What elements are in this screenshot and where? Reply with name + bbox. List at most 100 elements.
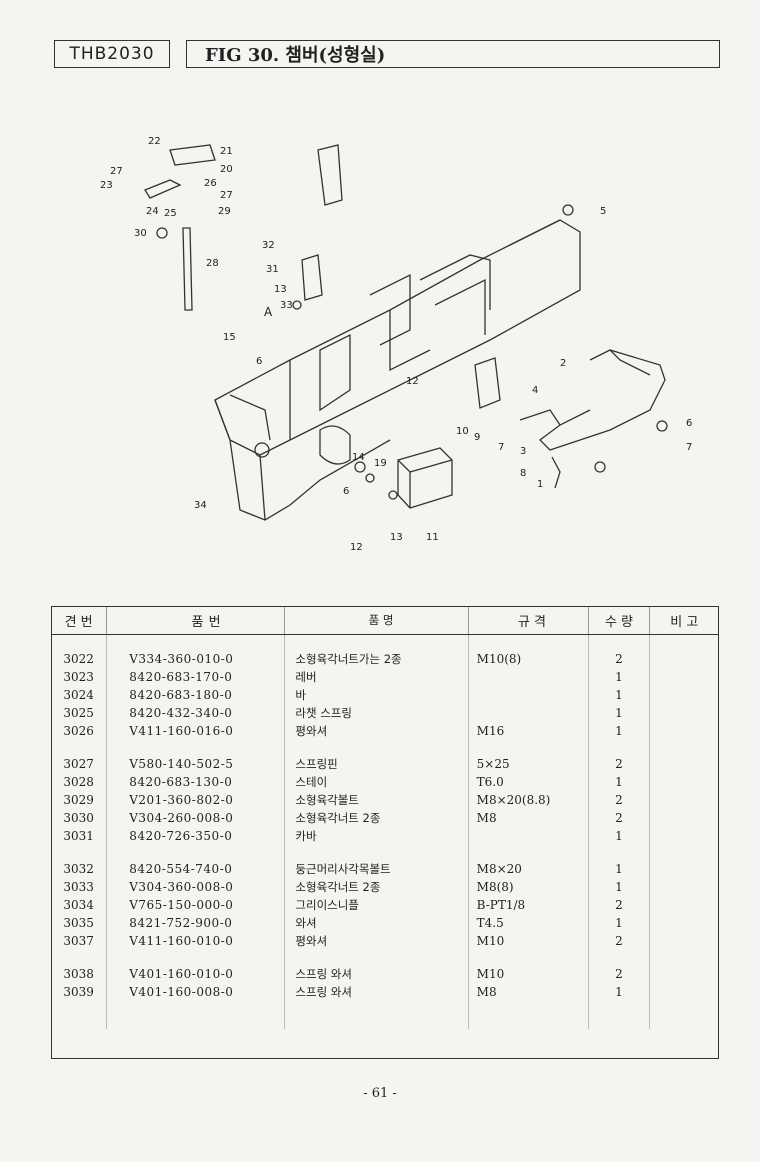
spacer-cell xyxy=(51,740,107,755)
spacer-cell xyxy=(51,1001,107,1029)
cell-spec: B-PT1/8 xyxy=(467,896,589,914)
cell-note xyxy=(648,791,719,809)
cell-qty: 1 xyxy=(588,983,650,1001)
cell-note xyxy=(648,755,719,773)
callout-label: 2 xyxy=(560,358,566,369)
spacer-cell xyxy=(467,950,589,965)
cell-no: 3026 xyxy=(63,724,94,738)
spacer-cell xyxy=(467,1001,589,1029)
callout-label: 29 xyxy=(218,206,231,217)
callout-label: 15 xyxy=(223,332,236,343)
callout-label: 13 xyxy=(274,284,287,295)
cell-note xyxy=(648,668,719,686)
document-code-text: THB2030 xyxy=(69,44,155,64)
spacer-cell xyxy=(284,1001,469,1029)
cell-qty: 2 xyxy=(588,896,650,914)
callout-label: 7 xyxy=(686,442,692,453)
cell-spec: 5×25 xyxy=(467,755,589,773)
document-code: THB2030 xyxy=(54,40,170,68)
cell-part: 8421-752-900-0 xyxy=(106,914,285,932)
callout-label: 11 xyxy=(426,532,439,543)
spacer-cell xyxy=(648,634,719,650)
cell-name: 소형육각너트가는 2종 xyxy=(284,650,469,668)
cell-no: 3030 xyxy=(63,811,94,825)
cell-no: 3032 xyxy=(63,862,94,876)
callout-label: 9 xyxy=(474,432,480,443)
cell-qty: 2 xyxy=(588,755,650,773)
column-header: 견 번 xyxy=(51,606,107,635)
figure-title: FIG 30. 챔버(성형실) xyxy=(186,40,720,68)
page-number: - 61 - xyxy=(363,1086,397,1101)
cell-spec xyxy=(467,704,589,722)
cell-no: 3024 xyxy=(63,688,94,702)
column-header: 수 량 xyxy=(588,606,650,635)
cell-no: 3025 xyxy=(63,706,94,720)
cell-note xyxy=(648,965,719,983)
callout-label: 31 xyxy=(266,264,279,275)
spacer-row xyxy=(51,634,719,650)
cell-note xyxy=(648,878,719,896)
callout-label: 21 xyxy=(220,146,233,157)
cell-spec: M16 xyxy=(467,722,589,740)
spacer-cell xyxy=(648,1001,719,1029)
cell-no: 3029 xyxy=(63,793,94,807)
cell-spec: M8×20(8.8) xyxy=(467,791,589,809)
cell-part: 8420-683-130-0 xyxy=(106,773,285,791)
cell-qty: 1 xyxy=(588,827,650,845)
cell-note xyxy=(648,650,719,668)
cell-part: V765-150-000-0 xyxy=(106,896,285,914)
cell-qty: 2 xyxy=(588,809,650,827)
cell-qty: 2 xyxy=(588,965,650,983)
cell-part: 8420-683-170-0 xyxy=(106,668,285,686)
cell-part: V411-160-010-0 xyxy=(106,932,285,950)
spacer-row xyxy=(51,950,719,965)
cell-no: 3022 xyxy=(63,652,94,666)
cell-no: 3031 xyxy=(63,829,94,843)
spacer-cell xyxy=(588,634,650,650)
chamber-frame-drawing xyxy=(144,144,668,521)
cell-part: 8420-554-740-0 xyxy=(106,860,285,878)
column-header: 품 명 xyxy=(284,606,469,635)
cell-part: 8420-432-340-0 xyxy=(106,704,285,722)
cell-no: 3035 xyxy=(63,916,94,930)
cell-name: 레버 xyxy=(284,668,469,686)
cell-name: 소형육각볼트 xyxy=(284,791,469,809)
cell-name: 소형육각너트 2종 xyxy=(284,878,469,896)
cell-name: 평와셔 xyxy=(284,932,469,950)
cell-name: 스프링 와셔 xyxy=(284,983,469,1001)
callout-labels: 1 2 3 4 5 6 6 6 7 7 8 9 10 11 12 12 13 1… xyxy=(100,136,692,553)
cell-qty: 1 xyxy=(588,704,650,722)
callout-label: 6 xyxy=(686,418,692,429)
callout-label: 14 xyxy=(352,452,365,463)
callout-label: 28 xyxy=(206,258,219,269)
cell-qty: 1 xyxy=(588,878,650,896)
callout-label: 7 xyxy=(498,442,504,453)
cell-name: 평와셔 xyxy=(284,722,469,740)
spacer-cell xyxy=(51,950,107,965)
cell-no: 3027 xyxy=(63,757,94,771)
callout-label: 22 xyxy=(148,136,161,147)
cell-no: 3039 xyxy=(63,985,94,999)
cell-spec: M10 xyxy=(467,932,589,950)
callout-label: 20 xyxy=(220,164,233,175)
callout-label: 24 xyxy=(146,206,159,217)
cell-name: 와셔 xyxy=(284,914,469,932)
cell-spec xyxy=(467,668,589,686)
spacer-cell xyxy=(51,845,107,860)
spacer-cell xyxy=(467,740,589,755)
callout-label: 12 xyxy=(350,542,363,553)
